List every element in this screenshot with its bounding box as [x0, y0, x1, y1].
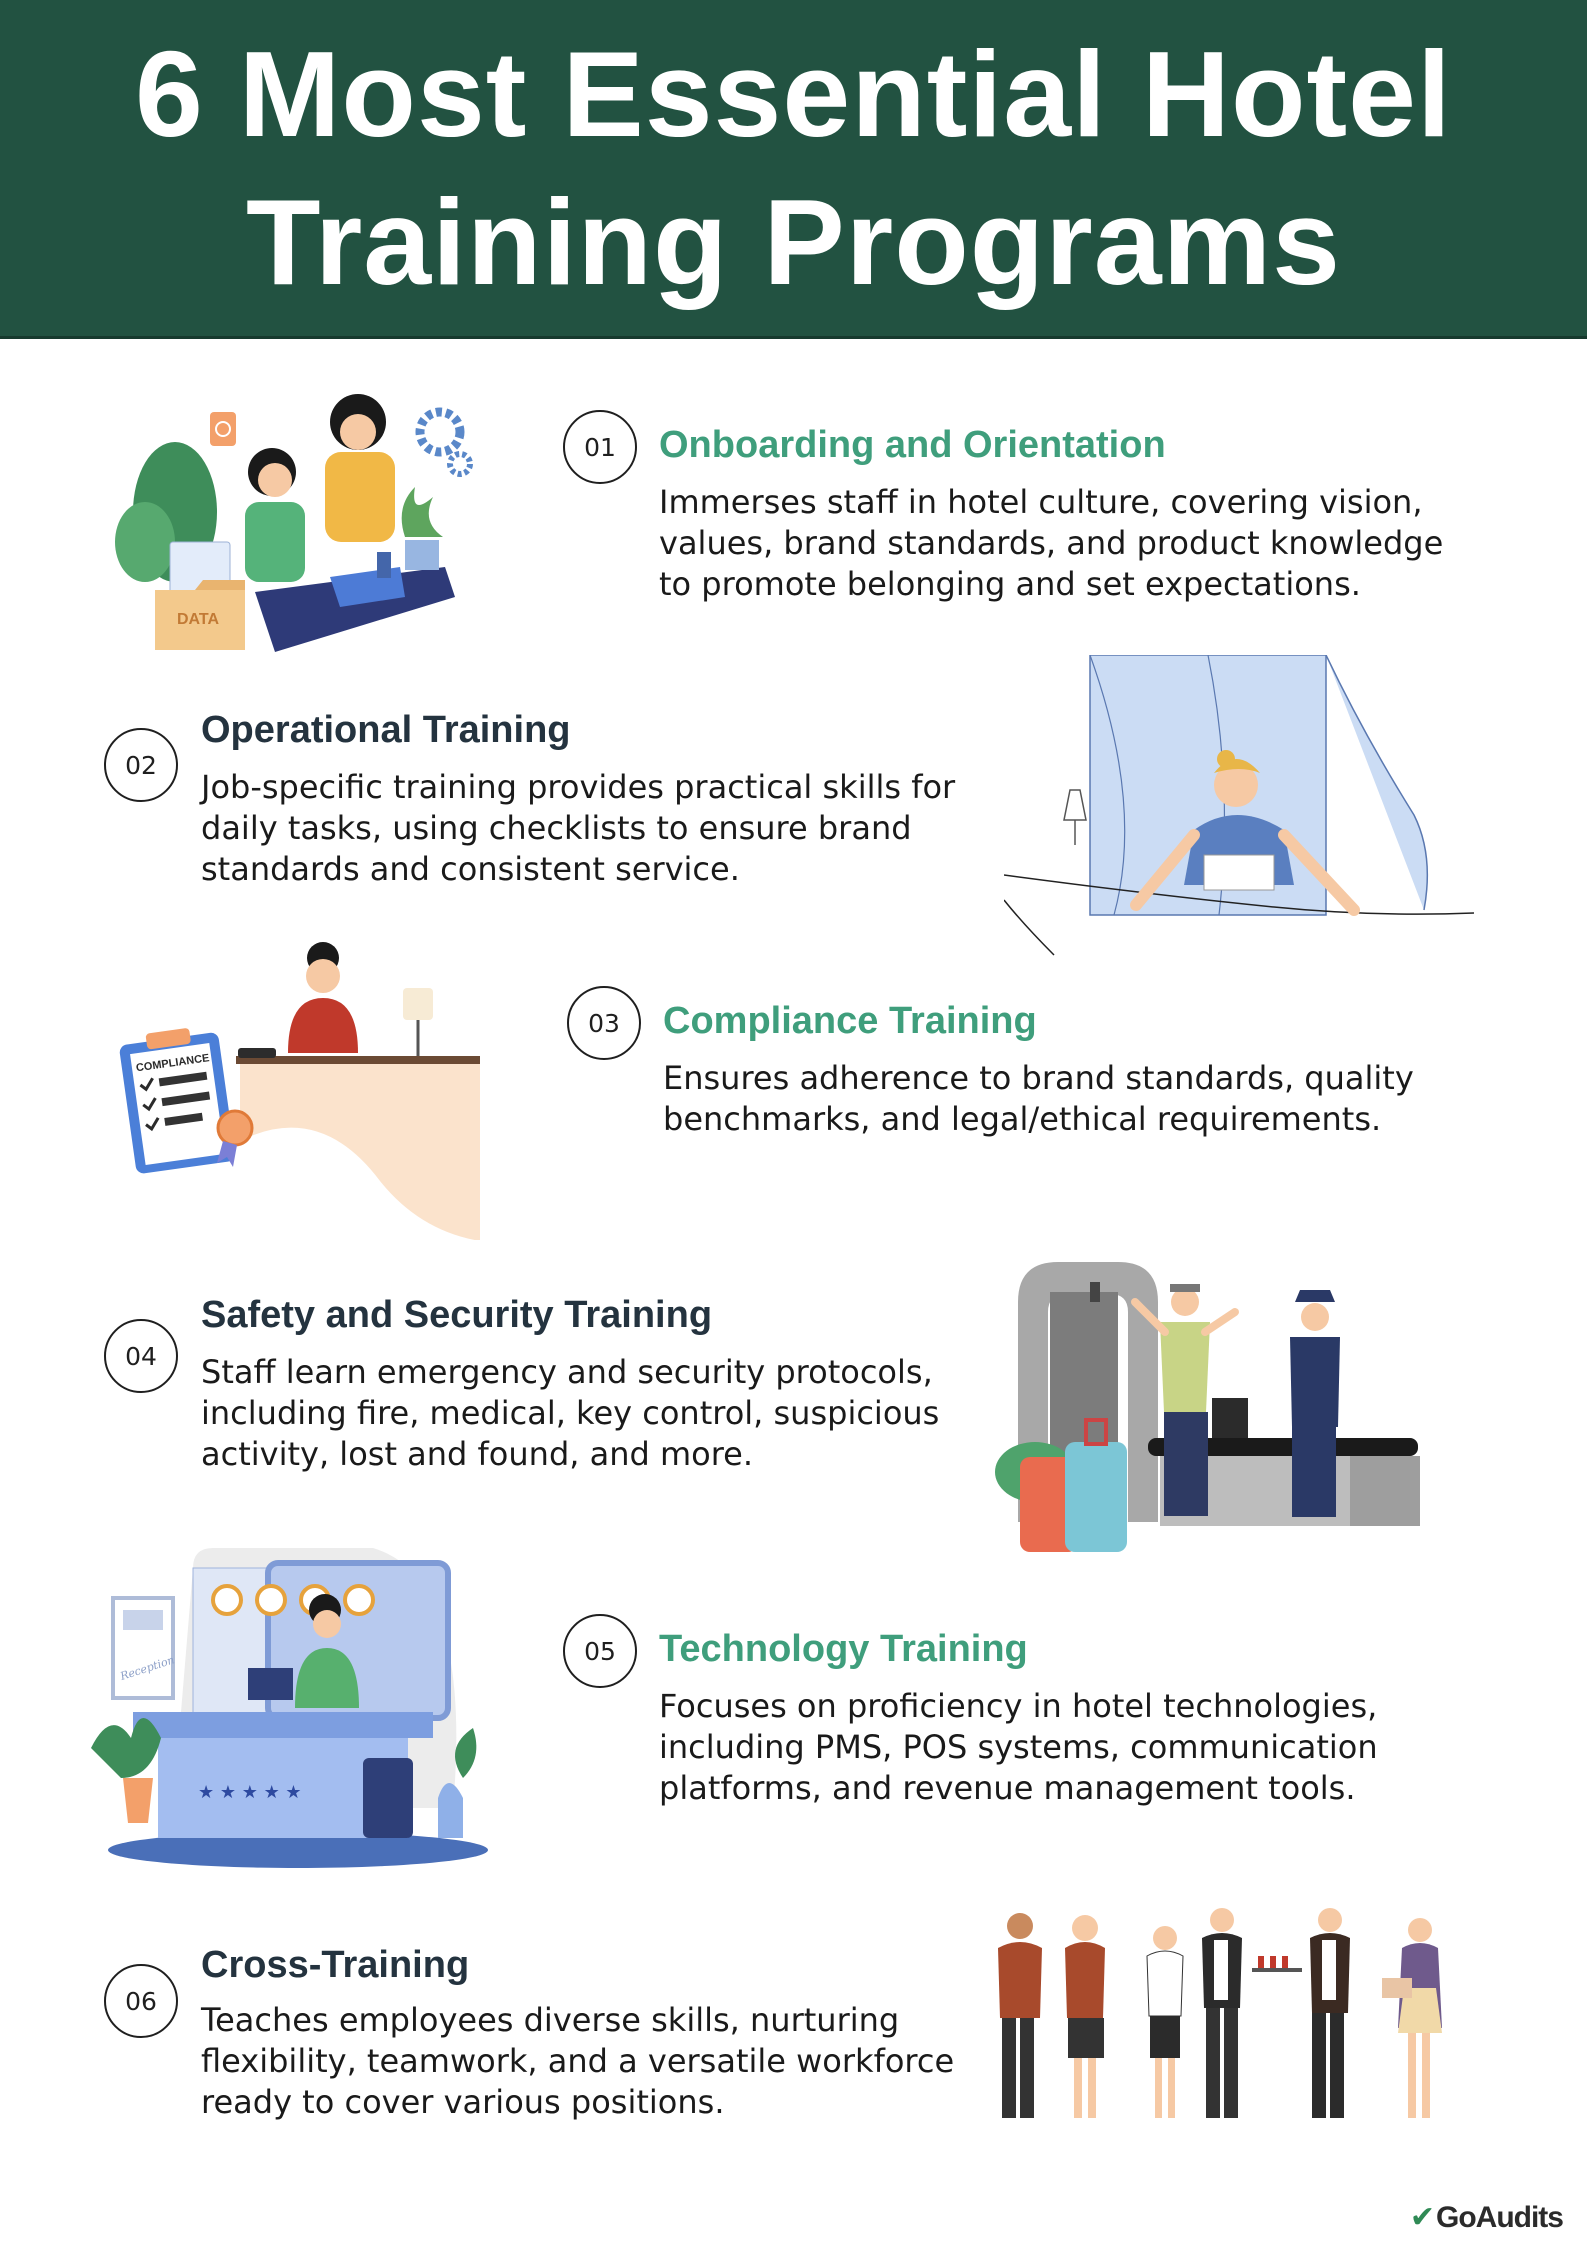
program-number: 01 [584, 432, 616, 462]
onboarding-illustration: DATA [115, 392, 485, 654]
checkmark-icon: ✔ [1409, 2201, 1435, 2234]
compliance-illustration: COMPLIANCE [118, 928, 480, 1240]
reception-desk-illustration: Reception ★ ★ ★ ★ ★ [83, 1548, 518, 1868]
staff-figure [998, 1913, 1042, 2118]
program-number-badge: 03 [567, 986, 641, 1060]
program-number-badge: 02 [104, 728, 178, 802]
staff-figure [1252, 1908, 1350, 2118]
page-title-line-1: 6 Most Essential Hotel [135, 26, 1452, 162]
program-description: Immerses staff in hotel culture, coverin… [659, 483, 1444, 603]
program-number-badge: 01 [563, 410, 637, 484]
staff-figure [1202, 1908, 1242, 2118]
program-title: Operational Training [201, 709, 571, 751]
program-title: Compliance Training [663, 1000, 1037, 1042]
program-title: Cross-Training [201, 1944, 470, 1986]
goaudits-logo: ✔GoAudits [1409, 2200, 1564, 2235]
program-description: Teaches employees diverse skills, nurtur… [201, 2001, 955, 2121]
page-title-line-2: Training Programs [246, 174, 1341, 310]
staff-figure [1382, 1918, 1442, 2118]
program-title: Onboarding and Orientation [659, 424, 1166, 466]
logo-text: GoAudits [1436, 2201, 1564, 2234]
staff-figure [1065, 1915, 1105, 2118]
program-description: Focuses on proficiency in hotel technolo… [659, 1687, 1378, 1807]
program-title: Safety and Security Training [201, 1294, 713, 1336]
housekeeping-illustration [1004, 655, 1474, 960]
program-number: 03 [588, 1008, 620, 1038]
staff-figure [1146, 1926, 1184, 2118]
program-description: Staff learn emergency and security proto… [201, 1353, 940, 1473]
program-number: 02 [125, 750, 157, 780]
program-number: 04 [125, 1341, 157, 1371]
page-header: 6 Most Essential Hotel Training Programs [0, 0, 1587, 339]
svg-text:★ ★ ★ ★ ★: ★ ★ ★ ★ ★ [198, 1782, 302, 1803]
program-description: Ensures adherence to brand standards, qu… [663, 1059, 1414, 1138]
program-number: 05 [584, 1636, 616, 1666]
program-number-badge: 04 [104, 1319, 178, 1393]
security-checkpoint-illustration [990, 1242, 1430, 1567]
program-description: Job-specific training provides practical… [201, 768, 956, 888]
program-title: Technology Training [659, 1628, 1028, 1670]
program-number: 06 [125, 1986, 157, 2016]
program-number-badge: 06 [104, 1964, 178, 2038]
program-number-badge: 05 [563, 1614, 637, 1688]
hotel-staff-group-illustration [990, 1908, 1460, 2134]
data-folder-label: DATA [177, 611, 220, 628]
